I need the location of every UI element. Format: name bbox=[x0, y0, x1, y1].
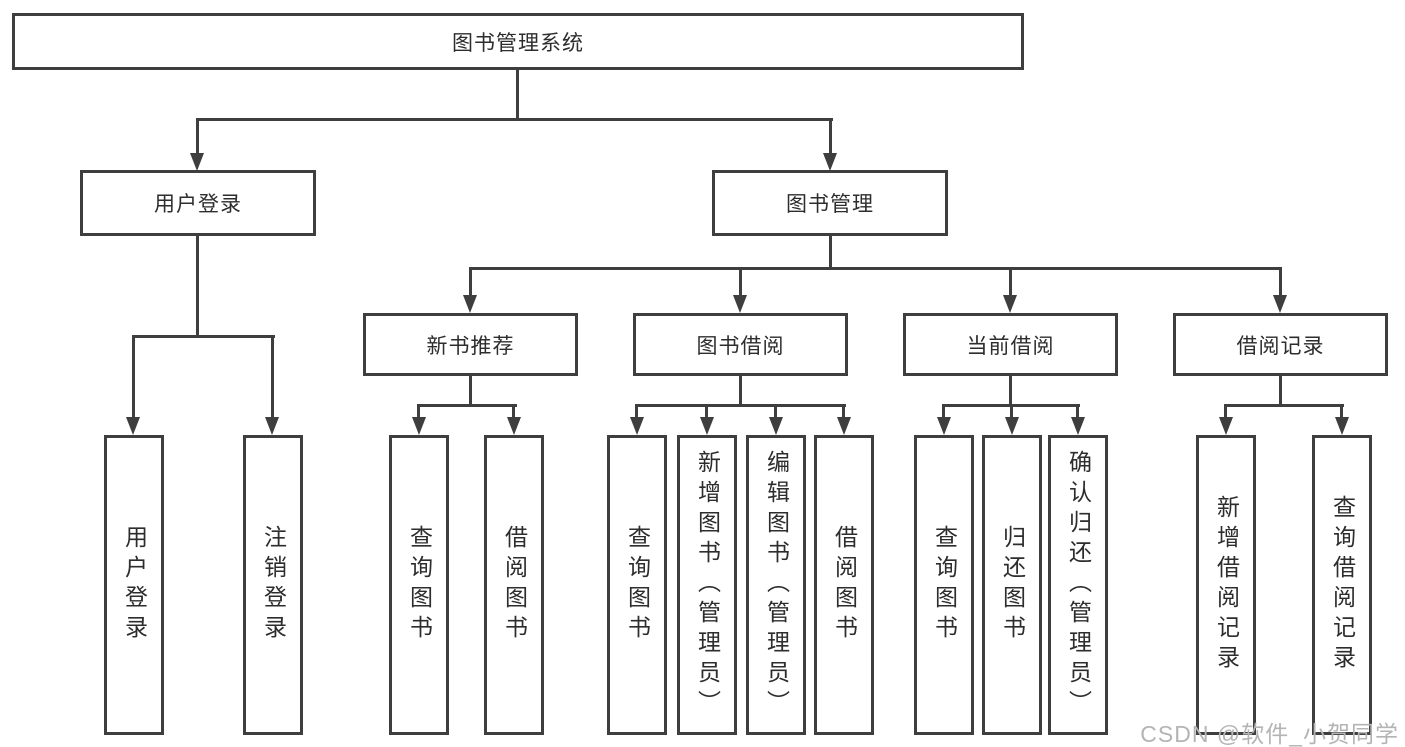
arrowhead-down-icon bbox=[733, 295, 747, 313]
node-current-borrowing: 当前借阅 bbox=[903, 313, 1118, 376]
leaf-query-borrow-record: 查询借阅记录 bbox=[1312, 435, 1372, 735]
leaf-edit-books-admin-label: 编辑图书（管理员） bbox=[763, 450, 790, 720]
leaf-query-books-borrowing-label: 查询图书 bbox=[624, 525, 651, 645]
connector-line bbox=[417, 404, 517, 407]
connector-line bbox=[739, 376, 742, 406]
node-root-label: 图书管理系统 bbox=[452, 31, 584, 55]
connector-line bbox=[196, 118, 199, 155]
node-user-login-branch-label: 用户登录 bbox=[154, 193, 242, 216]
connector-line bbox=[469, 376, 472, 406]
connector-line bbox=[842, 404, 845, 419]
leaf-add-books-admin-label: 新增图书（管理员） bbox=[694, 450, 721, 720]
watermark: CSDN @软件_小贺同学 bbox=[1140, 721, 1399, 747]
connector-line bbox=[196, 118, 833, 121]
arrowhead-down-icon bbox=[1003, 295, 1017, 313]
leaf-query-books-recommend: 查询图书 bbox=[389, 435, 449, 735]
node-borrowing-records-label: 借阅记录 bbox=[1236, 334, 1325, 358]
connector-line bbox=[942, 404, 945, 419]
connector-line bbox=[132, 335, 275, 338]
leaf-return-books-label: 归还图书 bbox=[999, 525, 1026, 645]
leaf-borrow-books-label: 借阅图书 bbox=[831, 525, 858, 645]
leaf-query-books-current-label: 查询图书 bbox=[931, 525, 958, 645]
connector-line bbox=[1076, 404, 1079, 419]
connector-line bbox=[1009, 376, 1012, 406]
connector-line bbox=[516, 69, 519, 120]
arrowhead-down-icon bbox=[265, 417, 279, 435]
leaf-query-books-recommend-label: 查询图书 bbox=[406, 525, 433, 645]
connector-line bbox=[271, 335, 274, 419]
connector-line bbox=[1009, 267, 1012, 297]
connector-line bbox=[829, 236, 832, 269]
leaf-add-borrow-record: 新增借阅记录 bbox=[1196, 435, 1256, 735]
node-user-login-branch: 用户登录 bbox=[80, 170, 316, 236]
arrowhead-down-icon bbox=[1219, 417, 1233, 435]
connector-line bbox=[1224, 404, 1227, 419]
leaf-user-login: 用户登录 bbox=[104, 435, 164, 735]
connector-line bbox=[635, 404, 846, 407]
connector-line bbox=[1224, 404, 1344, 407]
leaf-add-books-admin: 新增图书（管理员） bbox=[677, 435, 737, 735]
connector-line bbox=[1279, 376, 1282, 406]
arrowhead-down-icon bbox=[412, 417, 426, 435]
node-current-borrowing-label: 当前借阅 bbox=[966, 334, 1055, 358]
leaf-query-books-current: 查询图书 bbox=[914, 435, 974, 735]
arrowhead-down-icon bbox=[190, 153, 204, 171]
connector-line bbox=[196, 236, 199, 337]
connector-line bbox=[1279, 267, 1282, 297]
arrowhead-down-icon bbox=[126, 417, 140, 435]
connector-line bbox=[739, 267, 742, 297]
connector-line bbox=[829, 118, 832, 155]
arrowhead-down-icon bbox=[769, 417, 783, 435]
leaf-borrow-books: 借阅图书 bbox=[814, 435, 874, 735]
arrowhead-down-icon bbox=[837, 417, 851, 435]
connector-line bbox=[705, 404, 708, 419]
arrowhead-down-icon bbox=[1005, 417, 1019, 435]
leaf-user-login-label: 用户登录 bbox=[121, 525, 148, 645]
connector-line bbox=[132, 335, 135, 419]
arrowhead-down-icon bbox=[1335, 417, 1349, 435]
arrowhead-down-icon bbox=[630, 417, 644, 435]
arrowhead-down-icon bbox=[937, 417, 951, 435]
leaf-return-books: 归还图书 bbox=[982, 435, 1042, 735]
connector-line bbox=[1340, 404, 1343, 419]
leaf-borrow-books-recommend-label: 借阅图书 bbox=[501, 525, 528, 645]
arrowhead-down-icon bbox=[463, 295, 477, 313]
node-book-management: 图书管理 bbox=[712, 170, 948, 236]
leaf-confirm-return-admin: 确认归还（管理员） bbox=[1048, 435, 1108, 735]
arrowhead-down-icon bbox=[700, 417, 714, 435]
leaf-logout-label: 注销登录 bbox=[260, 525, 287, 645]
node-book-borrowing-label: 图书借阅 bbox=[696, 334, 785, 358]
arrowhead-down-icon bbox=[1273, 295, 1287, 313]
connector-line bbox=[512, 404, 515, 419]
arrowhead-down-icon bbox=[823, 153, 837, 171]
node-borrowing-records: 借阅记录 bbox=[1173, 313, 1388, 376]
connector-line bbox=[469, 267, 472, 297]
connector-line bbox=[635, 404, 638, 419]
node-new-book-recommend: 新书推荐 bbox=[363, 313, 578, 376]
connector-line bbox=[1010, 404, 1013, 419]
connector-line bbox=[774, 404, 777, 419]
arrowhead-down-icon bbox=[507, 417, 521, 435]
leaf-add-borrow-record-label: 新增借阅记录 bbox=[1213, 495, 1240, 675]
leaf-confirm-return-admin-label: 确认归还（管理员） bbox=[1065, 450, 1092, 720]
connector-line bbox=[469, 267, 1282, 270]
leaf-query-borrow-record-label: 查询借阅记录 bbox=[1329, 495, 1356, 675]
node-root: 图书管理系统 bbox=[12, 13, 1024, 70]
leaf-edit-books-admin: 编辑图书（管理员） bbox=[746, 435, 806, 735]
connector-line bbox=[417, 404, 420, 419]
node-new-book-recommend-label: 新书推荐 bbox=[426, 334, 515, 358]
leaf-query-books-borrowing: 查询图书 bbox=[607, 435, 667, 735]
leaf-borrow-books-recommend: 借阅图书 bbox=[484, 435, 544, 735]
node-book-borrowing: 图书借阅 bbox=[633, 313, 848, 376]
node-book-management-label: 图书管理 bbox=[786, 193, 874, 216]
arrowhead-down-icon bbox=[1071, 417, 1085, 435]
leaf-logout: 注销登录 bbox=[243, 435, 303, 735]
